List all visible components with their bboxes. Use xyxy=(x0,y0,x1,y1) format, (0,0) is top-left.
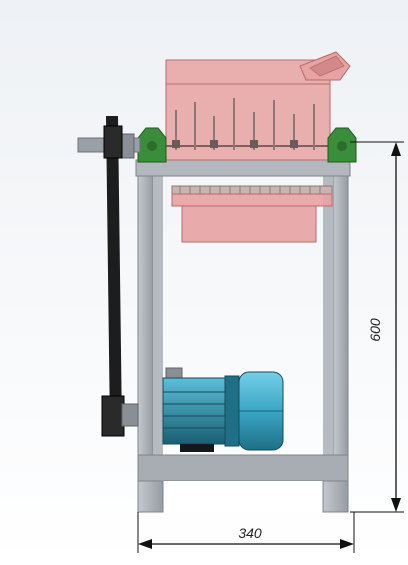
frame-foot-right xyxy=(322,480,349,513)
rotor-hubs xyxy=(172,140,298,148)
dim-height-arrow-top xyxy=(391,142,401,156)
frame xyxy=(135,159,351,513)
dim-height-label: 600 xyxy=(367,318,383,342)
motor-foot xyxy=(180,444,214,452)
frame-leg-left-inner xyxy=(153,175,163,457)
hopper-body xyxy=(165,59,331,161)
screen-mesh xyxy=(171,185,333,195)
collection-tray xyxy=(181,205,317,243)
frame-foot-left xyxy=(137,480,164,513)
rotor-blades xyxy=(175,98,315,150)
hopper xyxy=(165,51,351,161)
inlet-chute-opening xyxy=(309,55,345,77)
dimension-height: 600 xyxy=(350,141,404,513)
drive xyxy=(77,116,141,437)
frame-leg-right-inner xyxy=(323,175,333,457)
electric-motor xyxy=(162,367,284,452)
tray-top xyxy=(171,193,333,207)
dim-width-arrow-left xyxy=(138,539,152,549)
dimension-width: 340 xyxy=(137,512,355,553)
frame-top-rail xyxy=(135,159,351,177)
frame-bottom-rail xyxy=(137,454,349,482)
bearing-right-bore xyxy=(337,141,347,151)
screen-mesh-holes xyxy=(179,186,321,194)
screen-tray xyxy=(171,185,333,243)
motor-flange xyxy=(224,375,240,447)
dim-height-arrow-bottom xyxy=(391,498,401,512)
dim-width-label: 340 xyxy=(238,525,262,541)
motor-front-housing xyxy=(162,377,226,445)
dim-width-arrow-right xyxy=(340,539,354,549)
motor-shaft-collar xyxy=(121,403,139,427)
motor-cooling-fins xyxy=(163,391,225,429)
bearing-left-bore xyxy=(147,141,157,151)
top-pulley xyxy=(103,125,123,159)
frame-base-opening xyxy=(163,481,323,512)
bottom-pulley xyxy=(101,395,125,437)
drive-belt xyxy=(106,116,122,430)
